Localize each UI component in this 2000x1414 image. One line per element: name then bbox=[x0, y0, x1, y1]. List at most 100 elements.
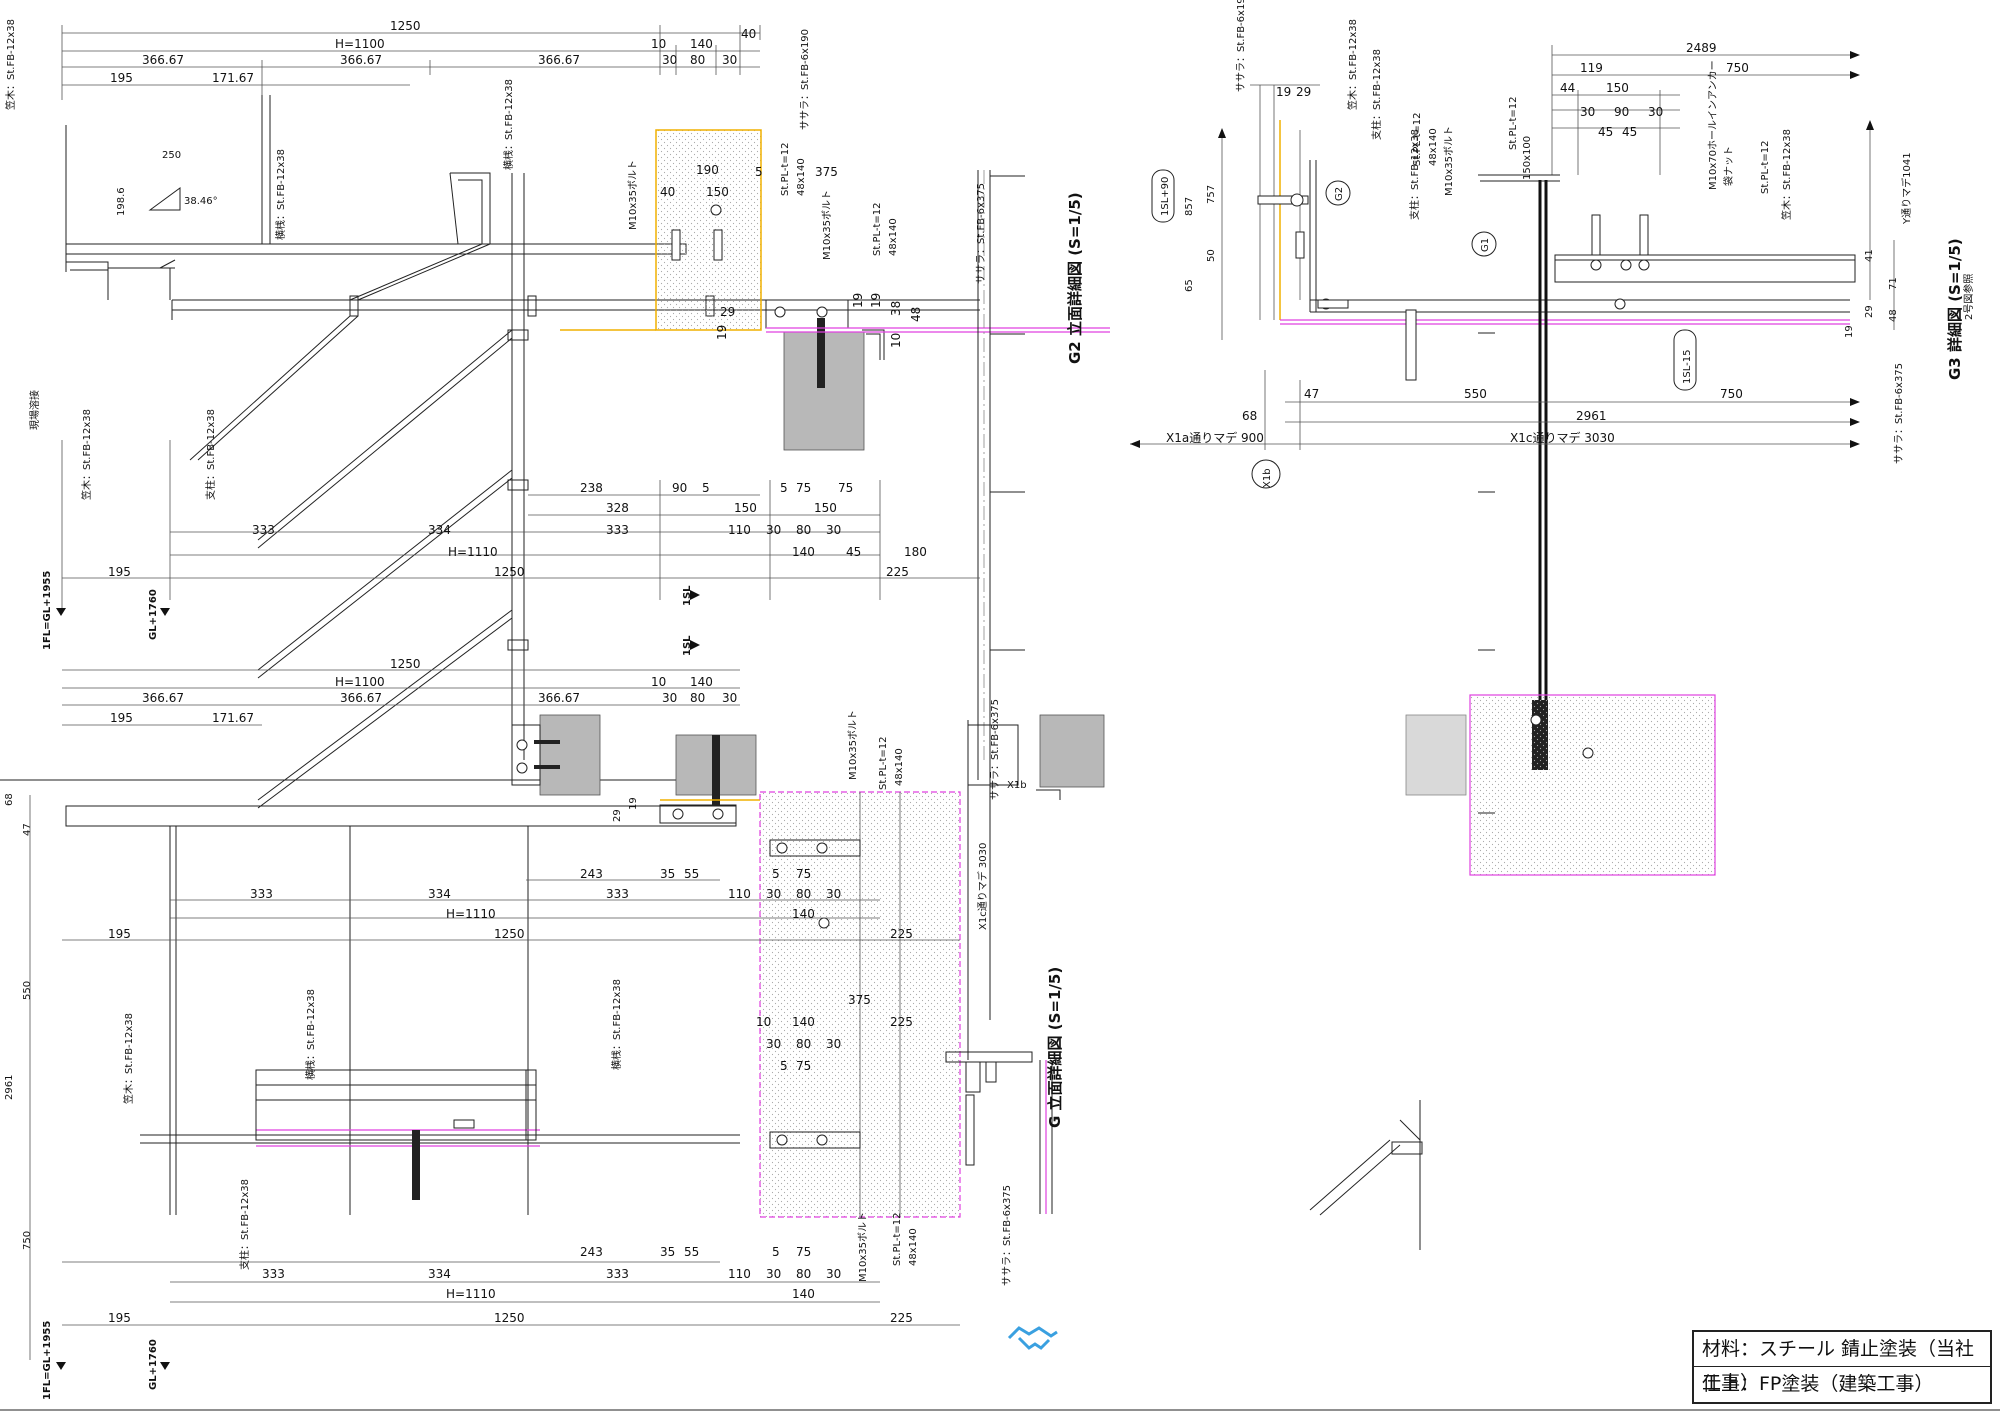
g3-text: 2489 119 750 44 150 30 90 30 45 45 19 29… bbox=[1151, 0, 1975, 489]
dim-e140b: 140 bbox=[792, 907, 815, 921]
label-yokosan: 横桟：St.FB-12x38 bbox=[274, 149, 287, 240]
dim-e366b: 366.67 bbox=[340, 691, 382, 705]
dim-e30c: 30 bbox=[766, 887, 781, 901]
dim-r29b: 29 bbox=[1864, 305, 1875, 318]
level-gl1760b: GL+1760 bbox=[148, 1339, 159, 1390]
level-fl1: 1FL=GL+1955 bbox=[42, 571, 53, 650]
dim-334: 334 bbox=[428, 523, 451, 537]
grid-y-1041: Y通りマデ1041 bbox=[1900, 152, 1913, 225]
dim-19b: 19 bbox=[851, 293, 865, 308]
grid-x1c-3030: X1c通りマデ 3030 bbox=[1510, 430, 1615, 445]
dim-h1110: H=1110 bbox=[448, 545, 498, 559]
label-yokosan3: 横桟：St.FB-12x38 bbox=[304, 989, 317, 1080]
dim-195: 195 bbox=[110, 71, 133, 85]
dim-375: 375 bbox=[815, 165, 838, 179]
level-isl15: 1SL-15 bbox=[1682, 350, 1693, 384]
dim-r550: 550 bbox=[1464, 387, 1487, 401]
title-ref: 2号図参照 bbox=[1962, 274, 1975, 320]
dim-e195: 195 bbox=[110, 711, 133, 725]
dim-30a: 30 bbox=[662, 53, 677, 67]
dim-f110: 110 bbox=[728, 1267, 751, 1281]
dim-366c: 366.67 bbox=[538, 53, 580, 67]
label-shichu3: 支柱：St.FB-12x38 bbox=[1370, 49, 1383, 140]
dim-e243: 243 bbox=[580, 867, 603, 881]
dim-366b: 366.67 bbox=[340, 53, 382, 67]
handshake-icon bbox=[1007, 1326, 1058, 1350]
dim-h1100: H=1100 bbox=[335, 37, 385, 51]
dim-e75b: 75 bbox=[796, 1059, 811, 1073]
dim-5c: 5 bbox=[780, 481, 788, 495]
level-isl90: 1SL+90 bbox=[1160, 177, 1171, 216]
dim-f30a: 30 bbox=[766, 1267, 781, 1281]
dim-110: 110 bbox=[728, 523, 751, 537]
label-genba: 現場溶接 bbox=[28, 390, 41, 430]
dim-r71: 71 bbox=[1888, 277, 1899, 290]
dim-75: 75 bbox=[796, 481, 811, 495]
dim-48: 48 bbox=[909, 307, 923, 322]
label-pl12: St.PL-t=12 bbox=[780, 142, 791, 196]
label-pl48d: 48x140 bbox=[908, 1228, 919, 1266]
level-isl: 1SL bbox=[682, 585, 693, 606]
dim-5: 5 bbox=[755, 165, 763, 179]
label-pl12e: St.PL-t=12 bbox=[1412, 112, 1423, 166]
g-elevation bbox=[0, 669, 1105, 1370]
label-yokosan2: 横桟：St.FB-12x38 bbox=[502, 79, 515, 170]
dim-r45b: 45 bbox=[1622, 125, 1637, 139]
label-shichu: 支柱：St.FB-12x38 bbox=[204, 409, 217, 500]
dim-f5: 5 bbox=[772, 1245, 780, 1259]
dim-r29: 29 bbox=[1296, 85, 1311, 99]
grid-x1b-small: X1b bbox=[1007, 780, 1027, 791]
label-sasara190b: ササラ：St.FB-6x190 bbox=[1235, 0, 1247, 92]
dim-10b: 10 bbox=[889, 333, 903, 348]
dim-e47: 47 bbox=[22, 823, 33, 836]
dim-198: 198.6 bbox=[116, 187, 127, 216]
label-kasagi3: 笠木：St.FB-12x38 bbox=[122, 1013, 135, 1104]
dim-e750: 750 bbox=[22, 1231, 33, 1250]
dim-r119: 119 bbox=[1580, 61, 1603, 75]
label-m10d: M10x35ボルト bbox=[857, 1212, 869, 1282]
label-sasara375c: ササラ：St.FB-6x375 bbox=[989, 699, 1001, 800]
dim-e10: 10 bbox=[651, 675, 666, 689]
label-sasara190: ササラ：St.FB-6x190 bbox=[799, 29, 811, 130]
dim-e80b: 80 bbox=[796, 887, 811, 901]
dim-19c: 19 bbox=[869, 293, 883, 308]
angle: 38.46° bbox=[184, 196, 218, 207]
title-g: G 立面詳細図 (S=1/5) bbox=[1046, 967, 1064, 1128]
dim-r30a: 30 bbox=[1580, 105, 1595, 119]
dim-90: 90 bbox=[672, 481, 687, 495]
dim-r30b: 30 bbox=[1648, 105, 1663, 119]
dim-r68: 68 bbox=[1242, 409, 1257, 423]
label-pl48b: 48x140 bbox=[888, 218, 899, 256]
dim-f1250: 1250 bbox=[494, 1311, 525, 1325]
label-anchor: M10x70ホールインアンカー bbox=[1707, 60, 1719, 190]
dim-40: 40 bbox=[741, 27, 756, 41]
dim-r750b: 750 bbox=[1720, 387, 1743, 401]
dim-140: 140 bbox=[690, 37, 713, 51]
label-m10: M10x35ボルト bbox=[627, 160, 639, 230]
dim-e225b: 225 bbox=[890, 1015, 913, 1029]
dim-250: 250 bbox=[162, 150, 181, 161]
dim-f55: 55 bbox=[684, 1245, 699, 1259]
dim-e140c: 140 bbox=[792, 1015, 815, 1029]
dim-eh1110: H=1110 bbox=[446, 907, 496, 921]
dim-80b: 80 bbox=[796, 523, 811, 537]
dim-10: 10 bbox=[651, 37, 666, 51]
dim-f140: 140 bbox=[792, 1287, 815, 1301]
label-sasara375b: ササラ：St.FB-6x375 bbox=[1001, 1185, 1013, 1286]
dim-19: 19 bbox=[715, 325, 729, 340]
label-pl48e: 48x140 bbox=[1428, 128, 1439, 166]
dim-e68: 68 bbox=[4, 793, 15, 806]
dim-r44: 44 bbox=[1560, 81, 1575, 95]
label-kasagi: 笠木：St.FB-12x38 bbox=[4, 19, 17, 110]
g3-detail bbox=[1130, 45, 1895, 1250]
dim-e225: 225 bbox=[890, 927, 913, 941]
dim-r857: 857 bbox=[1184, 197, 1195, 216]
dim-e334: 334 bbox=[428, 887, 451, 901]
dim-e5b: 5 bbox=[780, 1059, 788, 1073]
dim-e30d: 30 bbox=[826, 887, 841, 901]
level-gl1760: GL+1760 bbox=[148, 589, 159, 640]
label-pl48: 48x140 bbox=[796, 158, 807, 196]
dim-e75: 75 bbox=[796, 867, 811, 881]
label-m10b: M10x35ボルト bbox=[821, 190, 833, 260]
label-shichu4: 支柱：St.FB-12x38 bbox=[1408, 129, 1421, 220]
